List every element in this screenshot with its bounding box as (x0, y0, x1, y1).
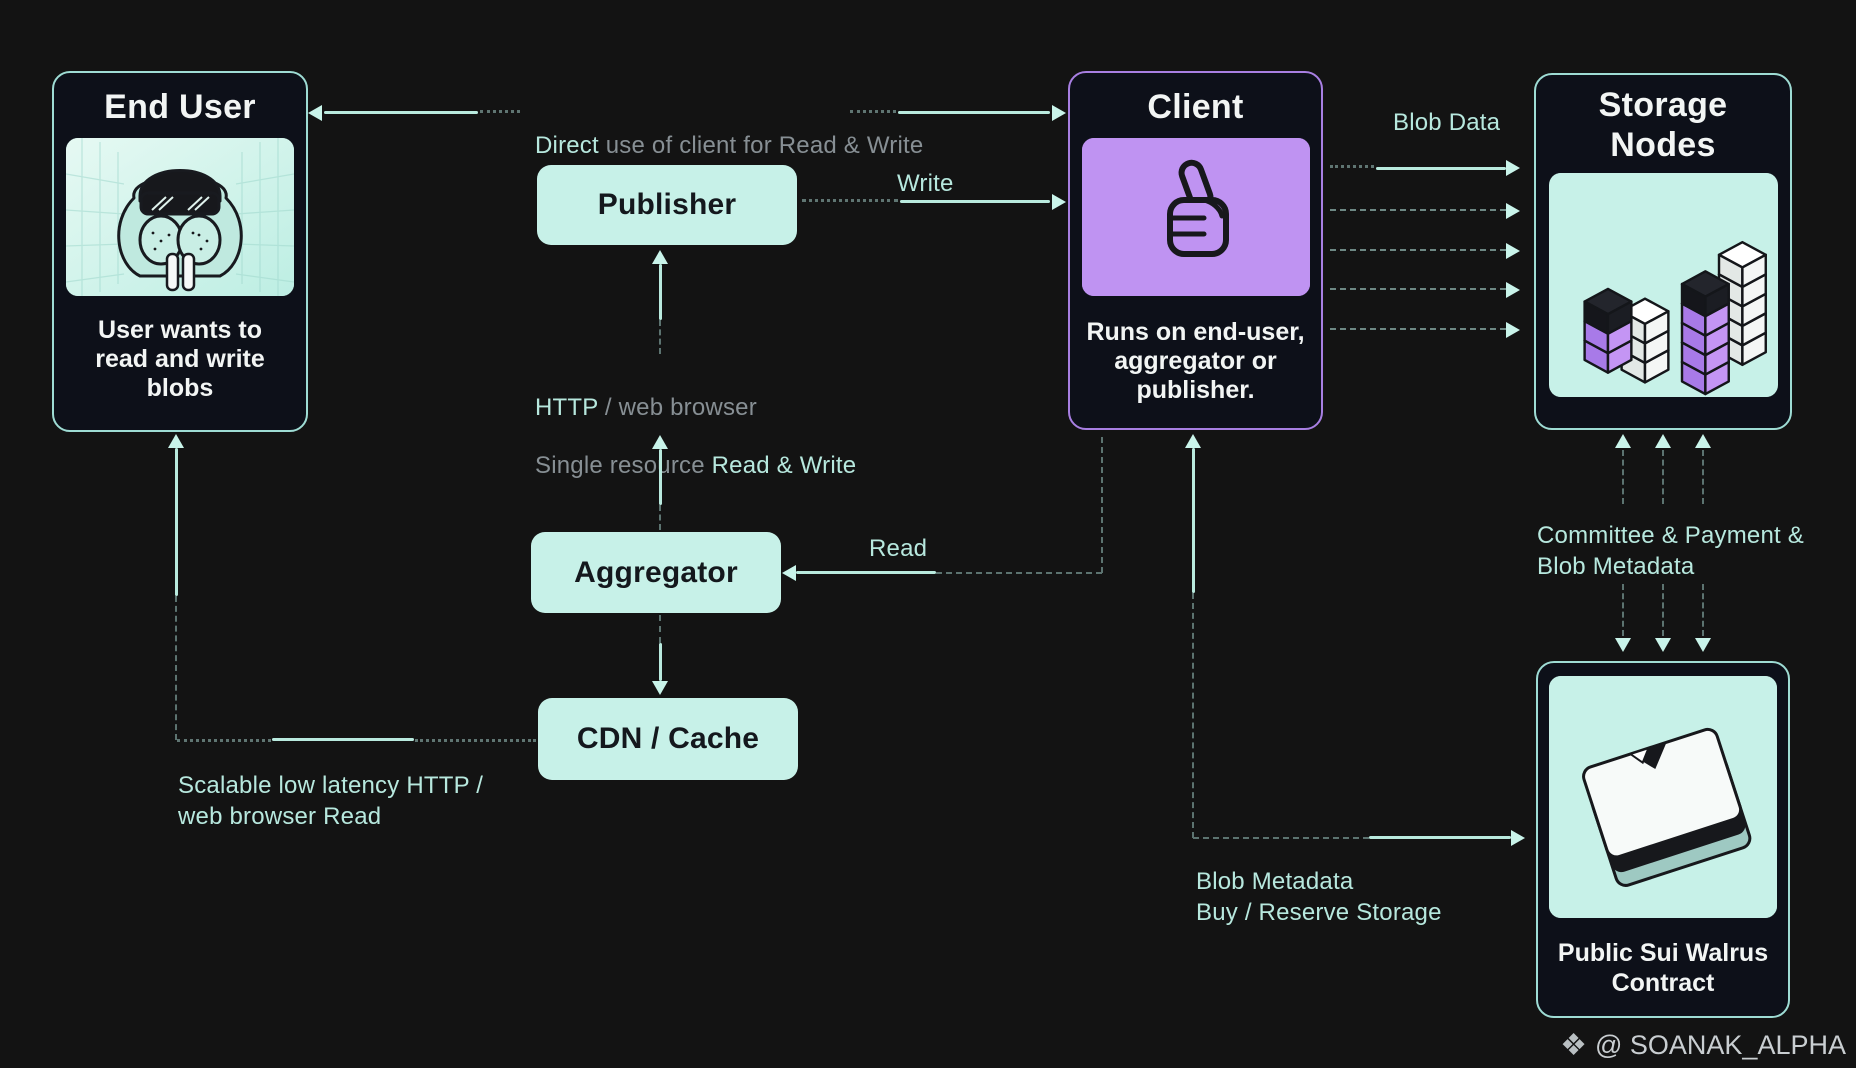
arrowhead-up-storage1 (1615, 434, 1631, 448)
scalable-read-label: Scalable low latency HTTP / web browser … (178, 772, 484, 830)
cdn-cache-node: CDN / Cache (538, 698, 798, 780)
client-card: Client Runs on end-user, aggregator or p… (1068, 71, 1323, 430)
committee-dash-bottom3 (1702, 584, 1704, 636)
arrowhead-blob3 (1506, 243, 1520, 259)
http-rest: / web browser (598, 394, 757, 421)
arrowhead-blob2 (1506, 203, 1520, 219)
direct-use-label: Direct use of client for Read & Write (535, 99, 923, 161)
cdn-column-solid (659, 643, 662, 681)
blob-metadata-label: Blob Metadata Buy / Reserve Storage (1196, 868, 1442, 926)
read-line-vertical-dash (1101, 437, 1103, 573)
arrowhead-blob4 (1506, 282, 1520, 298)
thumbs-up-icon (1081, 138, 1310, 296)
write-line-solid (900, 200, 1050, 203)
arrowhead-up-into-end-user (168, 434, 184, 448)
blob-line2 (1330, 209, 1506, 211)
direct-use-rest: use of client for Read & Write (598, 132, 924, 159)
blob-line4 (1330, 288, 1506, 290)
sui-contract-title: Public Sui Walrus Contract (1557, 939, 1769, 997)
write-line-dots (802, 199, 898, 202)
arrowhead-down-contract1 (1615, 638, 1631, 652)
direct-line-dots-right (850, 110, 896, 113)
publisher-label: Publisher (597, 188, 737, 221)
cdn-enduser-vertical-dash (175, 596, 177, 740)
arrowhead-up-into-client-bottom (1185, 434, 1201, 448)
arrowhead-down-contract3 (1695, 638, 1711, 652)
read-write-accent: Read & Write (711, 452, 857, 479)
publisher-column-solid (659, 264, 662, 320)
arrowhead-into-client-top (1052, 105, 1066, 121)
arrowhead-into-contract-left (1511, 830, 1525, 846)
watermark: ❖ @ SOANAK_ALPHA (1560, 1028, 1846, 1063)
read-line-solid (796, 571, 936, 574)
http-web-browser-label: HTTP / web browser Single resource Read … (535, 364, 856, 480)
direct-use-accent: Direct (535, 132, 599, 159)
arrowhead-blob5 (1506, 322, 1520, 338)
cdn-enduser-solid (272, 738, 414, 741)
write-label: Write (897, 170, 954, 197)
diamond-logo-icon: ❖ (1560, 1029, 1587, 1062)
cdn-enduser-vertical-solid (175, 448, 178, 596)
sui-contract-card: Public Sui Walrus Contract (1536, 661, 1790, 1018)
blob-line3 (1330, 249, 1506, 251)
direct-line-solid-right (898, 111, 1050, 114)
arrowhead-up-into-publisher (652, 250, 668, 264)
direct-line-dots-left (480, 110, 520, 113)
aggregator-column-solid (659, 449, 662, 505)
arrowhead-read-into-aggregator (782, 565, 796, 581)
publisher-column-dash (659, 320, 661, 354)
blob-line1-solid (1376, 167, 1506, 170)
blob-data-label: Blob Data (1393, 109, 1501, 136)
aggregator-column-dash (659, 505, 661, 530)
arrowhead-down-into-cdn (652, 681, 668, 695)
arrowhead-up-storage2 (1655, 434, 1671, 448)
end-user-card: End User (52, 71, 308, 432)
read-label: Read (869, 535, 928, 562)
client-contract-vertical-solid (1192, 448, 1195, 593)
arrowhead-into-end-user-top (308, 105, 322, 121)
single-resource-text: Single resource (535, 452, 712, 479)
storage-nodes-card: Storage Nodes (1534, 73, 1792, 430)
end-user-title: End User (104, 88, 256, 126)
arrowhead-up-from-aggregator (652, 435, 668, 449)
cdn-cache-label: CDN / Cache (576, 722, 760, 755)
cdn-enduser-dots-left (177, 739, 271, 742)
client-contract-horizontal-solid (1369, 836, 1511, 839)
committee-payment-label: Committee & Payment & Blob Metadata (1537, 522, 1804, 580)
cdn-column-dash (659, 615, 661, 643)
committee-dash-top1 (1622, 450, 1624, 504)
committee-dash-bottom2 (1662, 584, 1664, 636)
arrowhead-down-contract2 (1655, 638, 1671, 652)
watermark-handle: @ SOANAK_ALPHA (1594, 1030, 1846, 1060)
publisher-node: Publisher (537, 165, 797, 245)
committee-dash-top2 (1662, 450, 1664, 504)
committee-dash-top3 (1702, 450, 1704, 504)
blob-line5 (1330, 328, 1506, 330)
client-title: Client (1147, 88, 1244, 126)
storage-cubes-icon (1548, 173, 1778, 397)
aggregator-node: Aggregator (531, 532, 781, 613)
end-user-description: User wants to read and write blobs (95, 316, 265, 402)
client-description: Runs on end-user, aggregator or publishe… (1086, 318, 1305, 404)
read-line-dash (936, 572, 1102, 574)
walrus-avatar-icon (66, 138, 294, 296)
http-accent: HTTP (535, 394, 599, 421)
cdn-enduser-dots-right (415, 739, 536, 742)
client-contract-vertical-dash (1192, 593, 1194, 838)
arrowhead-write-into-client (1052, 194, 1066, 210)
committee-dash-bottom1 (1622, 584, 1624, 636)
storage-nodes-title: Storage Nodes (1598, 86, 1728, 164)
blob-line1-dots (1330, 165, 1374, 168)
aggregator-label: Aggregator (574, 555, 738, 589)
arrowhead-up-storage3 (1695, 434, 1711, 448)
arrowhead-blob1 (1506, 160, 1520, 176)
client-contract-horizontal-dash (1193, 837, 1369, 839)
contract-papers-icon (1549, 676, 1777, 918)
direct-line-solid-left (324, 111, 478, 114)
